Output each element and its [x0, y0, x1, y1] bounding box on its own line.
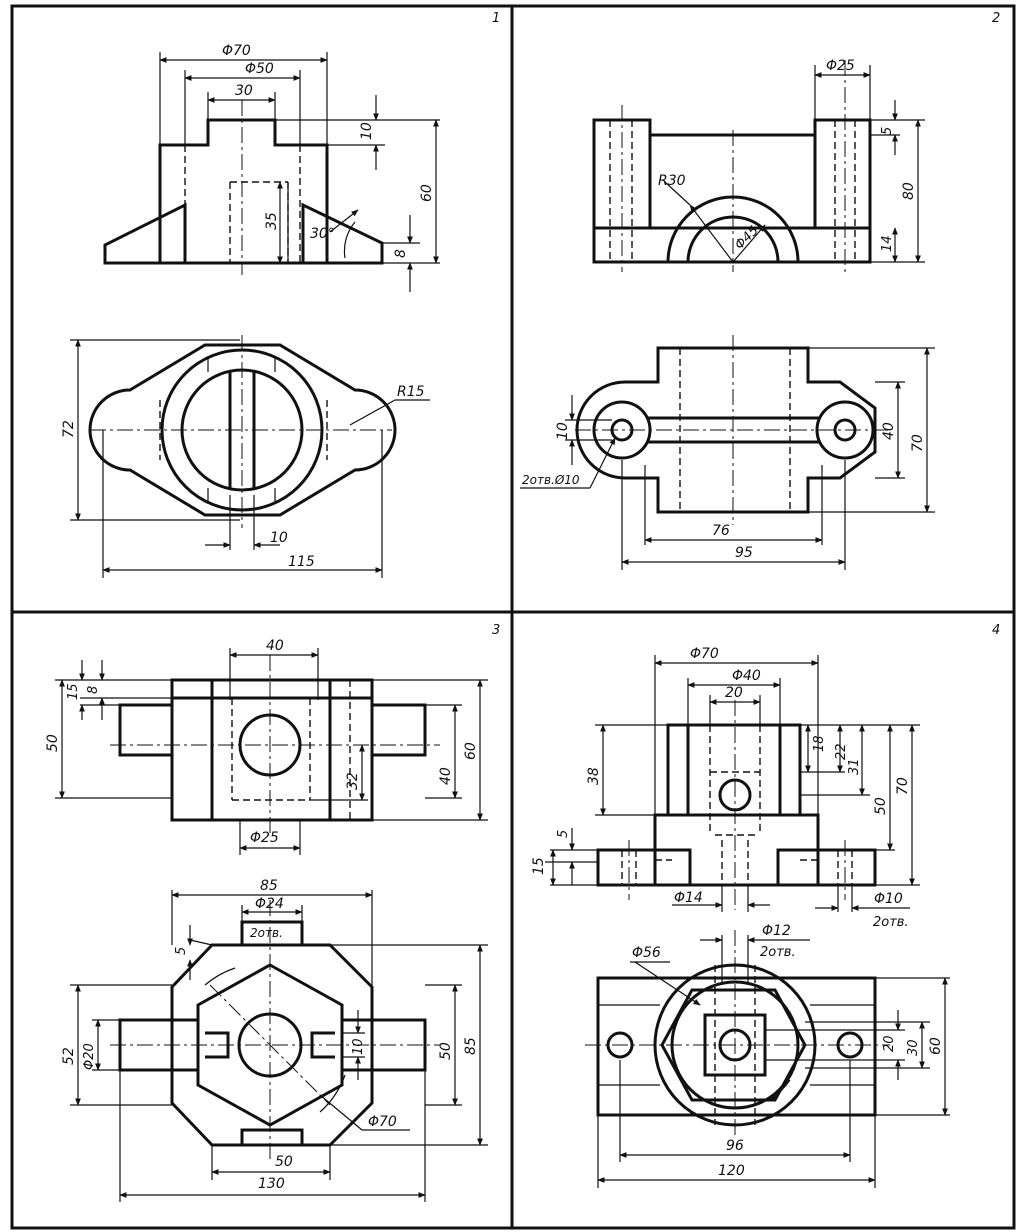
dim-10: 10 — [359, 122, 375, 140]
dim-14: 14 — [880, 235, 895, 252]
dim-72: 72 — [61, 420, 77, 438]
dim-phi14: Φ14 — [674, 890, 703, 906]
dim-35: 35 — [264, 212, 280, 230]
dim-holes-2: 2отв. — [250, 926, 283, 940]
dim-phi24: Φ24 — [255, 896, 284, 912]
dim-32: 32 — [345, 772, 361, 790]
dim-r30: R30 — [658, 173, 686, 189]
dim-5: 5 — [880, 127, 895, 135]
dim-50-bottom: 50 — [275, 1154, 293, 1170]
dim-50-4: 50 — [873, 797, 889, 815]
panel-2-front-view — [592, 60, 872, 272]
dim-96: 96 — [726, 1138, 744, 1154]
dim-85-right: 85 — [463, 1037, 479, 1055]
dim-phi20: Φ20 — [82, 1043, 97, 1070]
dim-95: 95 — [735, 545, 753, 561]
panel-2-number: 2 — [992, 11, 1000, 26]
dim-85-top: 85 — [260, 878, 278, 894]
dim-10-bottom: 10 — [270, 530, 288, 546]
dim-phi12: Φ12 — [762, 923, 791, 939]
dim-holes-note: 2отв.Ø10 — [522, 473, 580, 487]
panel-4-number: 4 — [992, 623, 1000, 638]
dim-40-top: 40 — [266, 638, 284, 654]
panel-2-front-dimensions — [664, 65, 925, 263]
panel-3-number: 3 — [492, 623, 500, 638]
dim-30deg: 30° — [310, 226, 335, 242]
panel-1-front-view — [103, 100, 384, 275]
dim-40-right: 40 — [438, 767, 454, 785]
dim-60-4: 60 — [928, 1037, 944, 1055]
panel-4-top-dimensions — [597, 935, 950, 1188]
dim-8-left: 8 — [86, 686, 101, 694]
dim-50-left: 50 — [45, 734, 61, 752]
dim-60-right: 60 — [463, 742, 479, 760]
dim-phi10: Φ10 — [874, 891, 903, 907]
panel-1-number: 1 — [492, 11, 500, 26]
panel-3-top-dimensions — [70, 890, 488, 1202]
dim-20-top: 20 — [725, 685, 743, 701]
dim-70: 70 — [910, 434, 926, 452]
dim-holes-4a: 2отв. — [873, 915, 909, 930]
dim-18: 18 — [812, 735, 827, 752]
panel-4-front-view — [596, 700, 877, 910]
dim-60: 60 — [419, 184, 435, 202]
dim-holes-4b: 2отв. — [760, 945, 796, 960]
dim-38: 38 — [586, 767, 602, 785]
dim-20-4: 20 — [882, 1035, 897, 1052]
dim-70-4: 70 — [895, 777, 911, 795]
dim-76: 76 — [712, 523, 730, 539]
dim-30-4: 30 — [906, 1039, 921, 1056]
dim-31: 31 — [847, 758, 862, 775]
dim-30: 30 — [235, 83, 253, 99]
sheet-frame — [10, 4, 1016, 1230]
dim-5-4: 5 — [556, 830, 571, 838]
dim-115: 115 — [288, 554, 315, 570]
dim-5-chamfer: 5 — [174, 947, 189, 955]
panel-1-top-dimensions — [70, 339, 430, 578]
dim-10-slot: 10 — [351, 1038, 366, 1055]
panel-4-top-view — [585, 930, 890, 1135]
dim-50-right: 50 — [438, 1042, 454, 1060]
dim-15-4: 15 — [531, 857, 547, 875]
dim-phi25-bottom: Φ25 — [250, 830, 279, 846]
panel-3-front-view — [110, 655, 440, 835]
panel-1-top-view — [88, 335, 397, 528]
dim-phi70: Φ70 — [222, 43, 251, 59]
dim-phi56: Φ56 — [632, 945, 661, 961]
dim-40: 40 — [881, 422, 897, 440]
panel-2-top-dimensions — [520, 347, 935, 570]
dim-phi70-4: Φ70 — [690, 646, 719, 662]
dim-r15: R15 — [397, 384, 425, 400]
dim-10-hole: 10 — [555, 422, 571, 440]
dim-phi50: Φ50 — [245, 61, 274, 77]
dim-phi70-leader: Φ70 — [368, 1114, 397, 1130]
dim-phi40: Φ40 — [732, 668, 761, 684]
dim-22: 22 — [834, 743, 849, 760]
panel-1-front-dimensions — [159, 52, 440, 292]
dim-130: 130 — [258, 1176, 285, 1192]
dim-52: 52 — [61, 1047, 77, 1065]
dim-phi25: Φ25 — [826, 58, 855, 74]
panel-2-top-view — [575, 335, 890, 525]
dim-80: 80 — [901, 182, 917, 200]
panel-3-front-dimensions — [55, 648, 488, 855]
dim-120: 120 — [718, 1163, 745, 1179]
dim-8: 8 — [393, 249, 409, 258]
dim-15: 15 — [66, 683, 81, 700]
panel-4-front-dimensions — [545, 655, 920, 912]
